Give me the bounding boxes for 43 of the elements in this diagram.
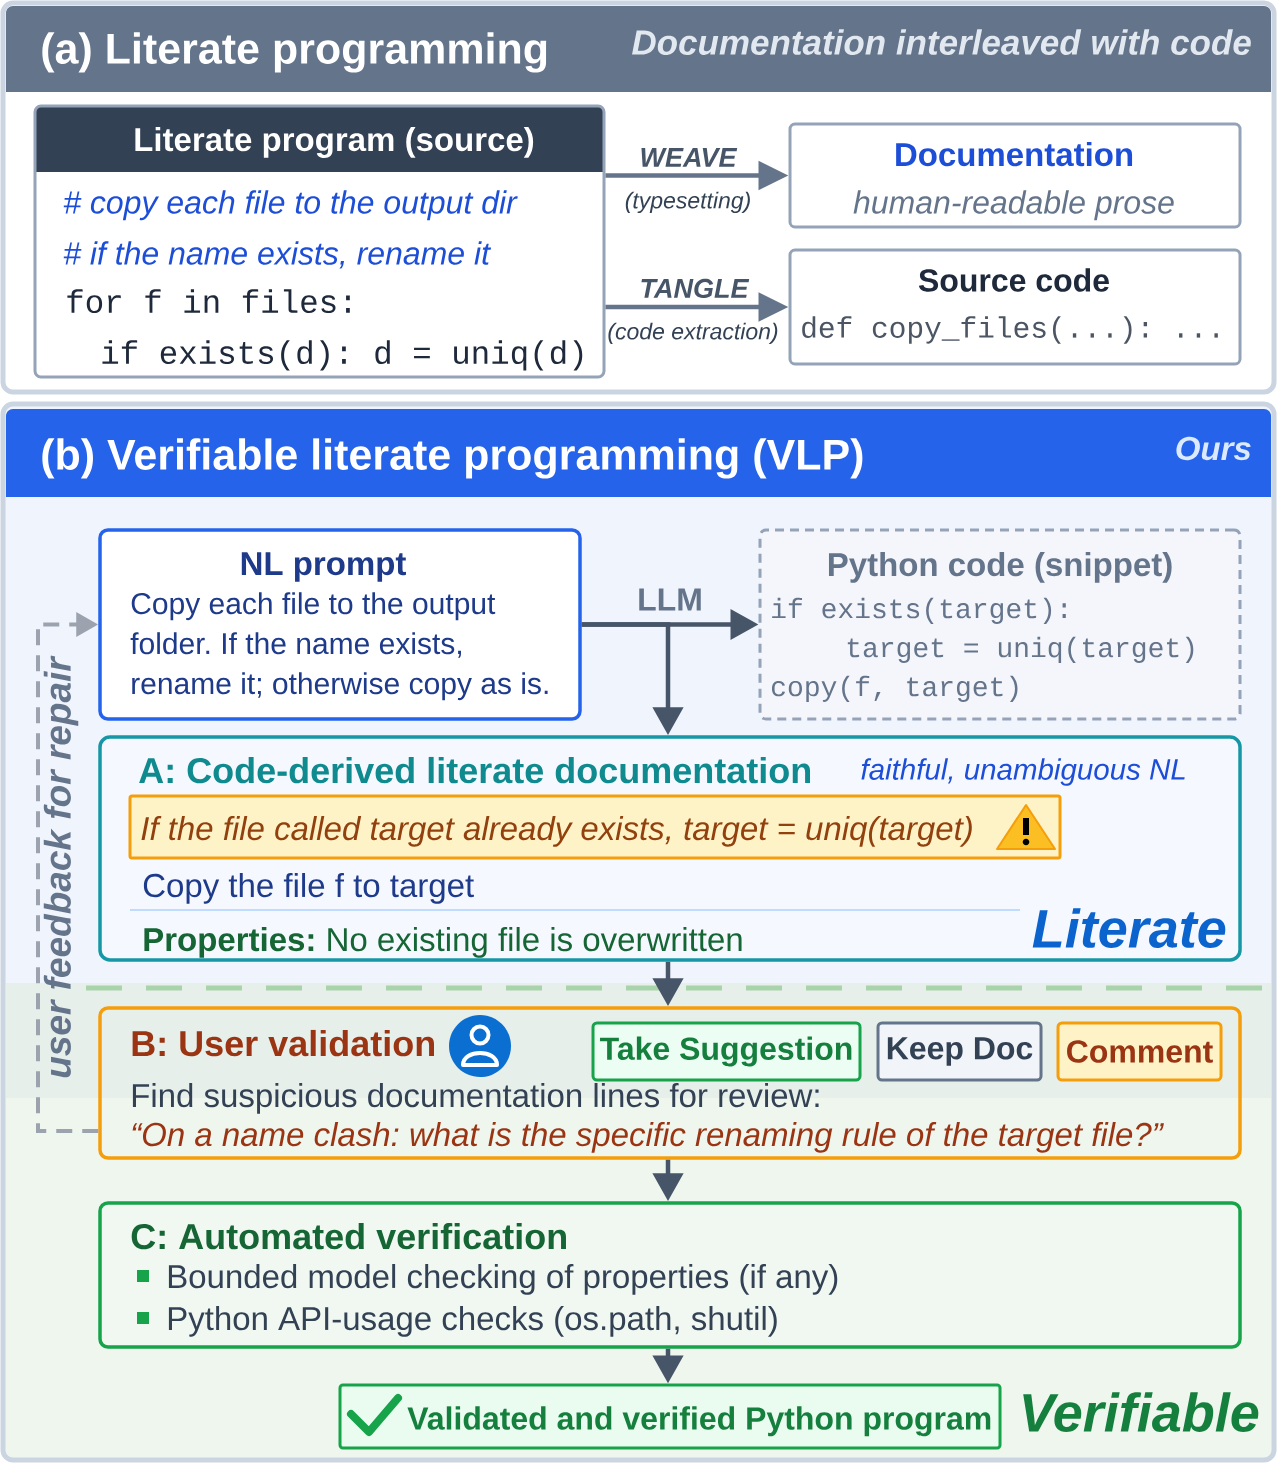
edge-note: (typesetting) xyxy=(625,191,750,214)
code-line: def copy_files(...): ... xyxy=(802,316,1218,344)
stage-label: Verifiable xyxy=(1023,1392,1259,1432)
edge-label: TANGLE xyxy=(641,278,750,298)
code-comment: # if the name exists, rename it xyxy=(63,241,492,269)
prompt-text: Copy each file to the output folder. If the name exists, rename it; otherwise copy as is. xyxy=(130,592,548,701)
code-line: target = uniq(target) xyxy=(847,636,1194,663)
stage-label: Literate xyxy=(1032,908,1226,948)
box-subtitle: human-readable prose xyxy=(853,190,1174,221)
edge-label: LLM xyxy=(639,588,701,611)
bullet-text: Python API-usage checks (os.path, shutil) xyxy=(168,1306,777,1337)
code-comment: # copy each file to the output dir xyxy=(63,190,518,221)
code-line: copy(f, target) xyxy=(772,675,1018,702)
edge-label: WEAVE xyxy=(641,148,738,167)
doc-line: Copy the file f to target xyxy=(143,873,474,904)
box-title: C: Automated verification xyxy=(131,1222,566,1250)
box-title: Source code xyxy=(918,268,1109,292)
feedback-arrow xyxy=(36,611,99,1133)
section-tag: Ours xyxy=(1176,436,1251,461)
button: Keep Doc xyxy=(876,1021,1043,1082)
doc-line: If the file called target already exists, target = uniq(target) xyxy=(141,816,972,847)
question-text: “On a name clash: what is the specific renaming rule of the target file?” xyxy=(132,1122,1164,1153)
button: Take Suggestion xyxy=(591,1021,862,1082)
panel-title: Literate program (source) xyxy=(135,127,534,158)
code-line: for f in files: xyxy=(67,289,350,313)
box-title: Documentation xyxy=(896,142,1133,167)
code-line: if exists(target): xyxy=(772,597,1066,624)
box-title: Python code (snippet) xyxy=(828,552,1172,583)
section-title: (a) Literate programming xyxy=(42,32,547,73)
instruction-text: Find suspicious documentation lines for review: xyxy=(132,1083,819,1114)
button: Comment xyxy=(1056,1021,1223,1082)
result-text: Validated and verified Python program xyxy=(407,1406,991,1437)
box-title: NL prompt xyxy=(241,552,406,582)
code-line: if exists(d): d = uniq(d) xyxy=(102,340,583,371)
edge-label: user feedback for repair xyxy=(43,655,79,1078)
edge-note: (code extraction) xyxy=(608,322,778,345)
box-title: B: User validation xyxy=(132,1029,434,1057)
section-subtitle: Documentation interleaved with code xyxy=(632,29,1251,55)
bullet-text: Bounded model checking of properties (if any) xyxy=(168,1264,838,1295)
section-title: (b) Verifiable literate programming (VLP) xyxy=(42,438,863,479)
box-note: faithful, unambiguous NL xyxy=(861,758,1185,786)
properties-line: Properties: No existing file is overwritten xyxy=(144,927,742,958)
box-title: A: Code-derived literate documentation xyxy=(139,756,811,784)
